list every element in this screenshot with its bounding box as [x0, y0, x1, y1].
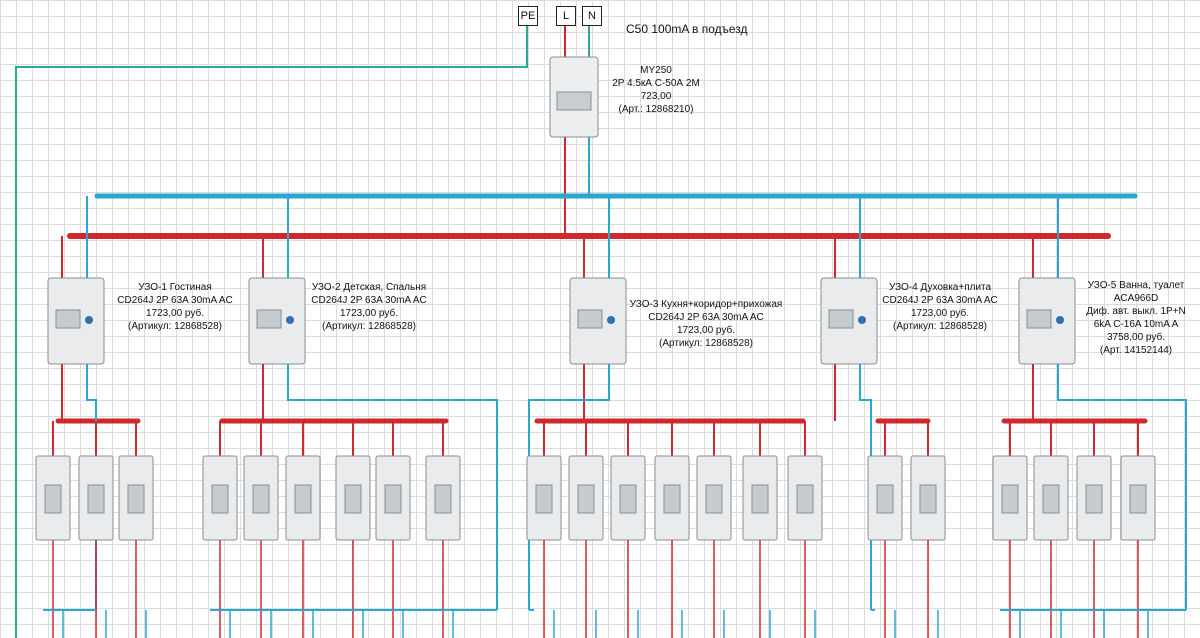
rcd-1-label: УЗО-1 Гостиная CD264J 2P 63A 30mA AC 172…	[112, 281, 238, 333]
rcd-5-model: ACA966D	[1113, 293, 1159, 304]
breaker-2-3-toggle	[294, 484, 312, 514]
rcd-4-toggle	[828, 309, 854, 329]
main-breaker-toggle	[556, 91, 592, 111]
breaker-3-3-toggle	[619, 484, 637, 514]
rcd-4-title: УЗО-4 Духовка+плита	[888, 282, 992, 293]
main-breaker-spec: 2P 4.5кА С-50А 2М	[612, 78, 700, 89]
rcd-2-article: (Артикул: 12868528)	[322, 321, 416, 332]
rcd-1-article: (Артикул: 12868528)	[128, 321, 222, 332]
rcd-3-article: (Артикул: 12868528)	[659, 338, 753, 349]
rcd-5-test-button	[1056, 316, 1064, 324]
breaker-5-1-toggle	[1001, 484, 1019, 514]
breaker-2-2-toggle	[252, 484, 270, 514]
rcd-4-test-button	[858, 316, 866, 324]
rcd-4-label: УЗО-4 Духовка+плита CD264J 2P 63A 30mA A…	[882, 281, 998, 333]
rcd-2-test-button	[286, 316, 294, 324]
rcd-3-price: 1723,00 руб.	[677, 325, 735, 336]
breaker-4-2-toggle	[919, 484, 937, 514]
breaker-3-1-toggle	[535, 484, 553, 514]
rcd-5-article: (Арт. 14152144)	[1099, 345, 1173, 356]
rcd-5-toggle	[1026, 309, 1052, 329]
rcd-5-spec2: 6kA C-16A 10mA A	[1093, 319, 1179, 330]
rcd-1-model: CD264J 2P 63A 30mA AC	[117, 295, 233, 306]
breaker-3-7-toggle	[796, 484, 814, 514]
rcd-3-test-button	[607, 316, 615, 324]
main-breaker-label: MY250 2P 4.5кА С-50А 2М 723,00 (Арт.: 12…	[606, 64, 706, 116]
breaker-2-5-toggle	[384, 484, 402, 514]
main-breaker-price: 723,00	[640, 91, 672, 102]
rcd-5-label: УЗО-5 Ванна, туалет ACA966D Диф. авт. вы…	[1078, 279, 1194, 357]
terminal-l: L	[556, 6, 576, 26]
breaker-3-4-toggle	[663, 484, 681, 514]
breaker-3-6-toggle	[751, 484, 769, 514]
group-2-neutral-return	[287, 364, 498, 610]
breaker-3-5-toggle	[705, 484, 723, 514]
rcd-5-price: 3758,00 руб.	[1107, 332, 1165, 343]
breaker-5-3-toggle	[1085, 484, 1103, 514]
rcd-2-title: УЗО-2 Детская, Спальня	[311, 282, 427, 293]
rcd-2-price: 1723,00 руб.	[340, 308, 398, 319]
breaker-2-1-toggle	[211, 484, 229, 514]
rcd-1-test-button	[85, 316, 93, 324]
breaker-5-4-toggle	[1129, 484, 1147, 514]
breaker-1-2-toggle	[87, 484, 105, 514]
rcd-3-toggle	[577, 309, 603, 329]
breaker-3-2-toggle	[577, 484, 595, 514]
main-breaker-article: (Арт.: 12868210)	[618, 104, 694, 115]
breaker-2-6-toggle	[434, 484, 452, 514]
breaker-1-1-toggle	[44, 484, 62, 514]
terminal-n: N	[582, 6, 602, 26]
rcd-1-price: 1723,00 руб.	[146, 308, 204, 319]
terminal-pe: PE	[518, 6, 538, 26]
feed-note: С50 100mA в подъезд	[626, 22, 748, 36]
rcd-2-toggle	[256, 309, 282, 329]
rcd-4-price: 1723,00 руб.	[911, 308, 969, 319]
breaker-1-3-toggle	[127, 484, 145, 514]
rcd-1-toggle	[55, 309, 81, 329]
rcd-4-model: CD264J 2P 63A 30mA AC	[882, 295, 998, 306]
breaker-2-4-toggle	[344, 484, 362, 514]
rcd-2-label: УЗО-2 Детская, Спальня CD264J 2P 63A 30m…	[306, 281, 432, 333]
rcd-4-article: (Артикул: 12868528)	[893, 321, 987, 332]
breaker-4-1-toggle	[876, 484, 894, 514]
rcd-3-model: CD264J 2P 63A 30mA AC	[648, 312, 764, 323]
main-breaker-model: MY250	[640, 65, 672, 76]
rcd-5-spec: Диф. авт. выкл. 1P+N	[1086, 306, 1186, 317]
rcd-1-title: УЗО-1 Гостиная	[138, 282, 212, 293]
group-5-neutral-return	[1057, 364, 1187, 610]
rcd-3-label: УЗО-3 Кухня+коридор+прихожая CD264J 2P 6…	[628, 298, 784, 350]
breaker-5-2-toggle	[1042, 484, 1060, 514]
rcd-3-title: УЗО-3 Кухня+коридор+прихожая	[629, 299, 783, 310]
rcd-5-title: УЗО-5 Ванна, туалет	[1087, 280, 1185, 291]
rcd-2-model: CD264J 2P 63A 30mA AC	[311, 295, 427, 306]
